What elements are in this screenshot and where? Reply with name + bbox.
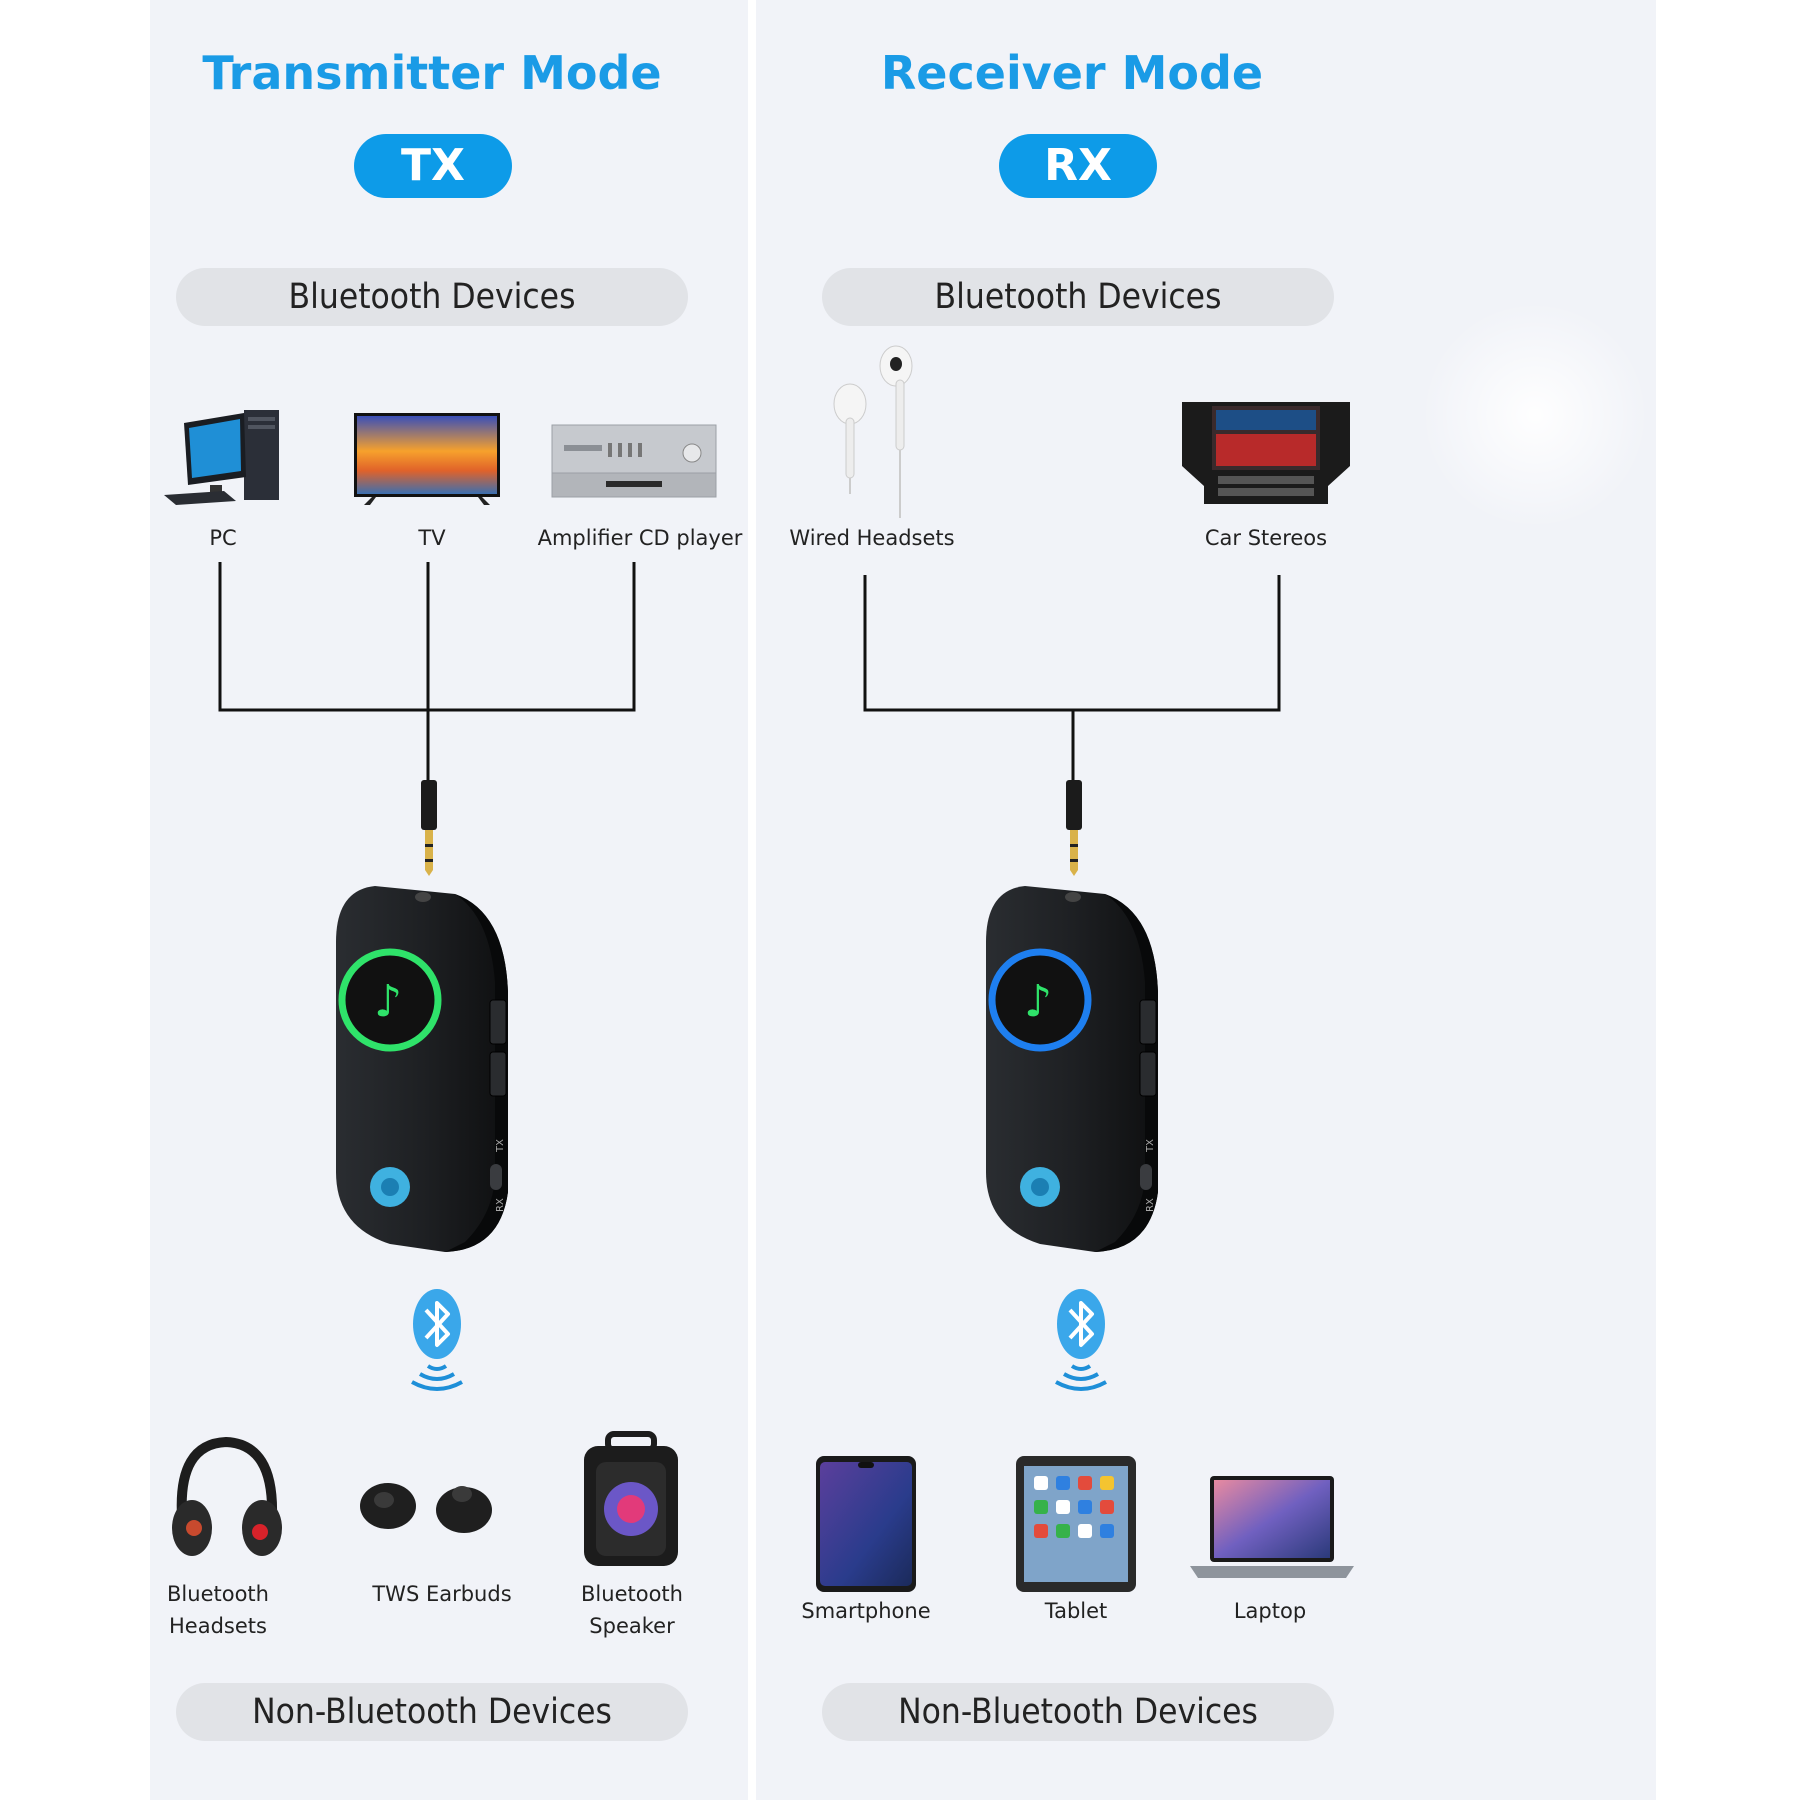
rx-bottom-label-smartphone: Smartphone: [801, 1599, 931, 1623]
rx-bottom-category: Non-Bluetooth Devices: [822, 1683, 1334, 1741]
tx-adapter-device: ♪ TX RX: [336, 886, 508, 1252]
headphones-icon: [172, 1436, 282, 1556]
rx-adapter-device: ♪ TX RX: [986, 886, 1158, 1252]
wired-earphones-icon: [833, 345, 913, 518]
smartphone-icon: [816, 1456, 916, 1592]
svg-text:♪: ♪: [1024, 976, 1052, 1027]
tablet-icon: [1016, 1456, 1136, 1592]
earbuds-icon: [360, 1483, 492, 1533]
car-stereo-icon: [1182, 402, 1350, 504]
rx-switch-label-bottom: RX: [1145, 1198, 1156, 1212]
tx-bottom-label-headsets-1: Bluetooth: [167, 1582, 269, 1606]
pc-icon: [164, 410, 279, 505]
rx-device-label-car: Car Stereos: [1204, 526, 1328, 550]
speaker-icon: [584, 1431, 678, 1566]
rx-device-label-wired: Wired Headsets: [789, 526, 955, 550]
tx-device-label-pc: PC: [209, 526, 237, 550]
tx-bottom-label-speaker-1: Bluetooth: [581, 1582, 683, 1606]
tx-bottom-category: Non-Bluetooth Devices: [176, 1683, 688, 1741]
transmitter-title: Transmitter Mode: [202, 46, 662, 100]
tx-device-label-tv: TV: [418, 526, 446, 550]
rx-aux-plug: [1066, 780, 1082, 876]
light-glow: [1420, 300, 1650, 530]
tx-device-label-amplifier: Amplifier CD player: [537, 526, 743, 550]
rx-switch-label-top: TX: [1145, 1139, 1156, 1153]
tx-bottom-label-earbuds: TWS Earbuds: [372, 1582, 512, 1606]
rx-bottom-label-laptop: Laptop: [1233, 1599, 1307, 1623]
receiver-title: Receiver Mode: [880, 46, 1264, 100]
amplifier-icon: [551, 424, 717, 498]
tx-bottom-label-speaker-2: Speaker: [589, 1614, 675, 1638]
tx-switch-label-top: TX: [495, 1139, 506, 1153]
tx-aux-plug: [421, 780, 437, 876]
rx-bluetooth-icon: [1055, 1289, 1107, 1391]
laptop-icon: [1190, 1476, 1354, 1578]
tx-bluetooth-icon: [411, 1289, 463, 1391]
rx-top-category: Bluetooth Devices: [822, 268, 1334, 326]
svg-text:♪: ♪: [374, 976, 402, 1027]
tx-badge: TX: [354, 134, 512, 198]
tv-icon: [354, 413, 500, 505]
tx-top-category: Bluetooth Devices: [176, 268, 688, 326]
rx-badge: RX: [999, 134, 1157, 198]
rx-bottom-label-tablet: Tablet: [1044, 1599, 1108, 1623]
tx-switch-label-bottom: RX: [495, 1198, 506, 1212]
tx-bottom-label-headsets-2: Headsets: [169, 1614, 267, 1638]
